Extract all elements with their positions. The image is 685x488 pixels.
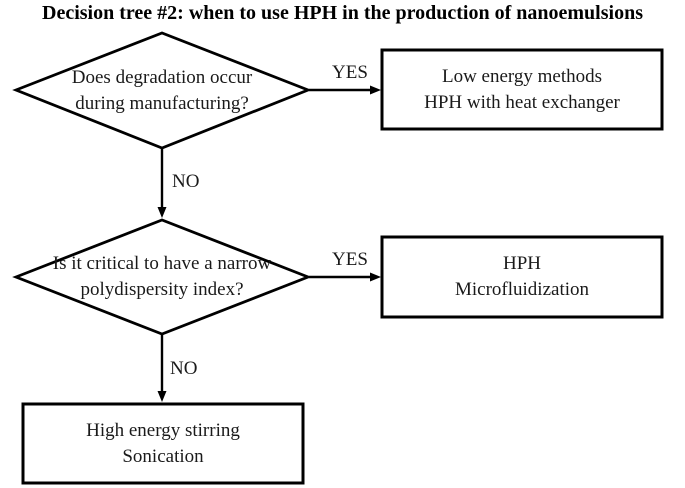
outcome-hph-line1: HPH (502, 253, 541, 274)
edge-label-yes2: YES (332, 249, 368, 270)
decision-node-polydispersity: Is it critical to have a narrow polydisp… (17, 220, 307, 334)
arrow-yes1-head (370, 85, 381, 95)
edge-label-no2: NO (170, 358, 198, 379)
decision-polydispersity-line2: polydispersity index? (80, 279, 244, 300)
arrow-no2-head (157, 391, 167, 402)
decision-node-degradation: Does degradation occur during manufactur… (17, 34, 307, 147)
outcome-box-hph-microfluidization (380, 235, 664, 319)
arrow-yes2-head (370, 272, 381, 282)
decision-diamond-degradation (12, 31, 312, 150)
decision-degradation-line1: Does degradation occur (71, 66, 253, 88)
outcome-box-high-energy (21, 402, 305, 485)
outcome-low-energy-line2: HPH with heat exchanger (424, 91, 620, 113)
decision-degradation-line2: during manufacturing? (75, 92, 249, 114)
outcome-node-hph-microfluidization: HPH Microfluidization (382, 237, 662, 317)
outcome-node-low-energy: Low energy methods HPH with heat exchang… (382, 50, 662, 129)
outcome-low-energy-line1: Low energy methods (441, 65, 603, 87)
outcome-high-energy-line2: Sonication (122, 445, 204, 467)
edge-label-yes1: YES (332, 62, 368, 83)
outcome-high-energy-line1: High energy stirring (86, 419, 240, 441)
outcome-hph-line2: Microfluidization (454, 279, 590, 300)
page-title: Decision tree #2: when to use HPH in the… (42, 2, 643, 24)
outcome-node-high-energy: High energy stirring Sonication (23, 404, 303, 483)
outcome-box-low-energy (380, 48, 664, 131)
edge-label-no1: NO (172, 171, 200, 192)
decision-polydispersity-line1: Is it critical to have a narrow (52, 253, 272, 274)
decision-diamond-polydispersity (12, 218, 312, 336)
arrow-no1-head (157, 207, 167, 218)
